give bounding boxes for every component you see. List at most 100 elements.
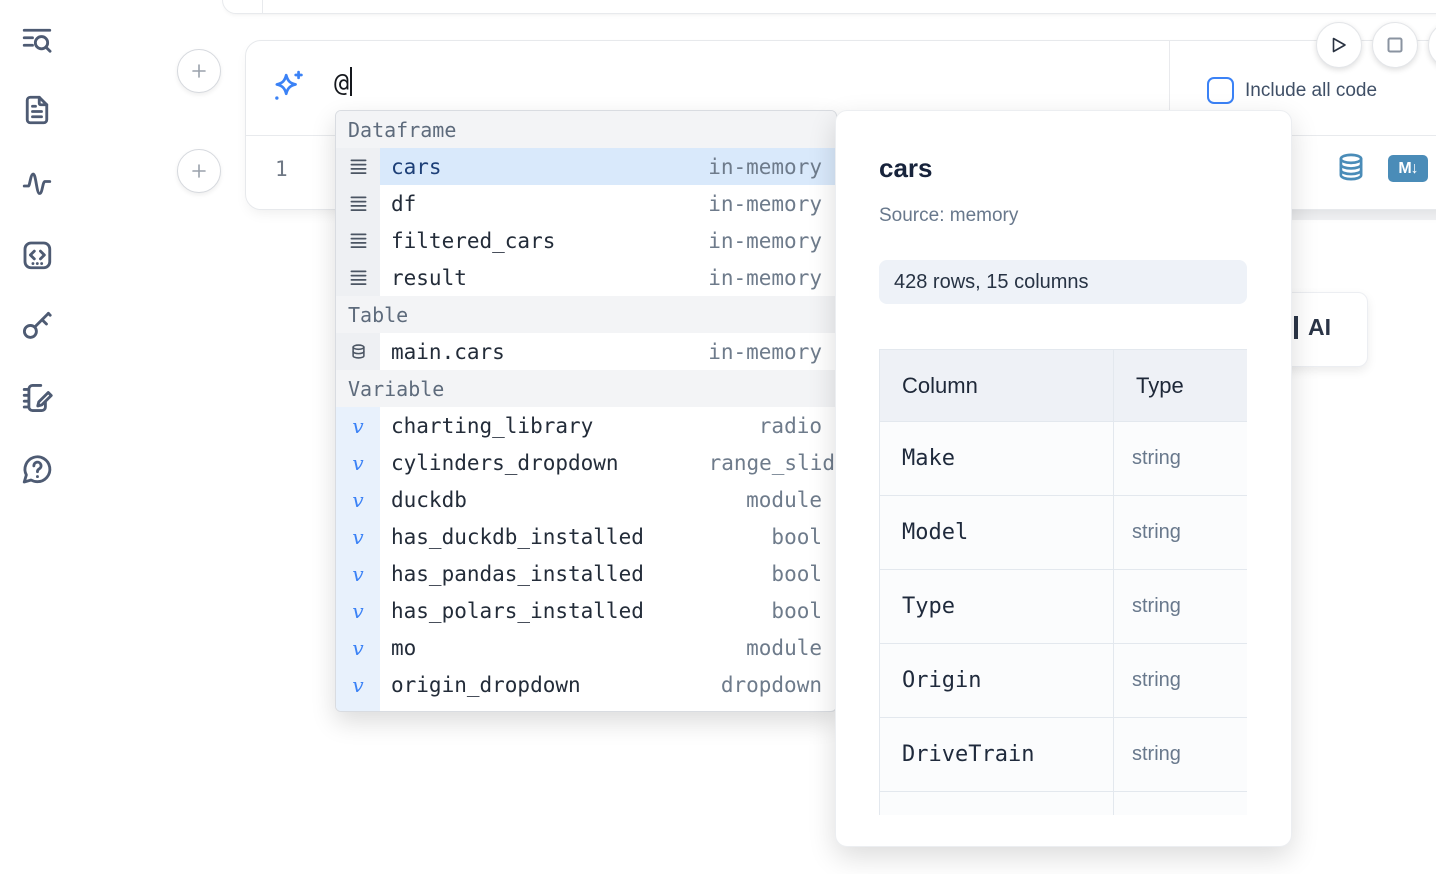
autocomplete-item-has_duckdb_installed[interactable]: v has_duckdb_installed bool [336,518,836,555]
include-all-code-checkbox[interactable] [1207,77,1234,104]
column-type: string [1113,643,1247,718]
item-name: cars [391,154,442,179]
variable-icon: v [352,598,364,623]
column-name: DriveTrain [879,717,1114,792]
prompt-value: @ [334,68,350,97]
variable-icon: v [352,487,364,512]
item-gutter: v [336,407,380,444]
database-icon[interactable] [1335,151,1367,183]
previous-cell-bottom-edge [222,0,1436,14]
item-type: radio [758,413,822,438]
item-name: cylinders_dropdown [391,450,619,475]
variable-icon: v [352,524,364,549]
stop-button[interactable] [1372,22,1418,68]
column-name: Model [879,495,1114,570]
dataframe-icon [350,232,366,248]
item-type: in-memory [708,339,822,364]
autocomplete-section-dataframe: Dataframe [336,111,836,148]
item-type: bool [771,524,822,549]
item-name: charting_library [391,413,594,438]
item-name: result [391,265,467,290]
list-search-icon[interactable] [19,22,55,58]
item-type: in-memory [708,265,822,290]
dataframe-preview-card: cars Source: memory 428 rows, 15 columns… [835,110,1292,847]
help-bubble-icon[interactable] [19,452,55,488]
autocomplete-item-mo[interactable]: v mo module [336,629,836,666]
item-type: bool [771,561,822,586]
autocomplete-item-cylinders_dropdown[interactable]: v cylinders_dropdown range_slider [336,444,836,481]
column-type [1113,791,1247,815]
item-type: bool [771,598,822,623]
autocomplete-item-cars[interactable]: cars in-memory [336,148,836,185]
add-cell-below-button[interactable] [177,149,221,193]
variable-icon: v [352,561,364,586]
item-name: origin_dropdown [391,672,581,697]
autocomplete-item-pd[interactable]: vpdmodule [336,703,836,712]
item-type: in-memory [708,191,822,216]
autocomplete-item-charting_library[interactable]: v charting_library radio [336,407,836,444]
column-type: string [1113,717,1247,792]
dataframe-icon [350,158,366,174]
variable-icon: v [352,413,364,438]
item-type: module [746,487,822,512]
markdown-export-icon[interactable]: M↓ [1388,155,1428,182]
text-cursor [350,67,353,96]
run-cell-button[interactable] [1316,22,1362,68]
item-gutter [336,222,380,259]
column-name: Type [879,569,1114,644]
item-gutter: v [336,592,380,629]
item-name: filtered_cars [391,228,556,253]
item-type: range_slider [708,450,836,475]
line-number: 1 [275,157,288,181]
autocomplete-item-df[interactable]: df in-memory [336,185,836,222]
ai-prompt-input[interactable]: @ [334,67,353,97]
item-name: has_pandas_installed [391,561,644,586]
add-cell-above-button[interactable] [177,49,221,93]
preview-source: Source: memory [879,205,1019,226]
variable-icon: v [352,635,364,660]
item-gutter [336,185,380,222]
item-gutter: v [336,444,380,481]
autocomplete-item-filtered_cars[interactable]: filtered_cars in-memory [336,222,836,259]
notebook-pen-icon[interactable] [19,380,55,416]
table-db-icon [351,344,365,359]
code-square-icon[interactable] [19,237,55,273]
item-type: in-memory [708,154,822,179]
key-icon[interactable] [19,308,55,344]
schema-row [879,791,1247,815]
file-text-icon[interactable] [19,92,55,128]
item-type: module [746,710,822,712]
previous-cell-gutter-divider [262,0,263,13]
clipped-text-fragment [1294,316,1298,339]
dataframe-icon [350,269,366,285]
autocomplete-section-variable: Variable [336,370,836,407]
activity-icon[interactable] [19,165,55,201]
item-gutter: v [336,518,380,555]
preview-title: cars [879,153,933,183]
item-type: module [746,635,822,660]
column-type: string [1113,495,1247,570]
include-all-code-label: Include all code [1245,80,1378,101]
variable-icon: v [352,672,364,697]
item-name: df [391,191,417,216]
autocomplete-item-result[interactable]: result in-memory [336,259,836,296]
item-name: mo [391,635,417,660]
autocomplete-section-table: Table [336,296,836,333]
item-gutter: v [336,629,380,666]
item-type: in-memory [708,228,822,253]
variable-icon: v [352,710,363,712]
autocomplete-item-has_pandas_installed[interactable]: v has_pandas_installed bool [336,555,836,592]
code-editor-row[interactable]: 1 M↓ [246,136,1436,209]
item-gutter: v [336,666,380,703]
item-name: has_duckdb_installed [391,524,644,549]
